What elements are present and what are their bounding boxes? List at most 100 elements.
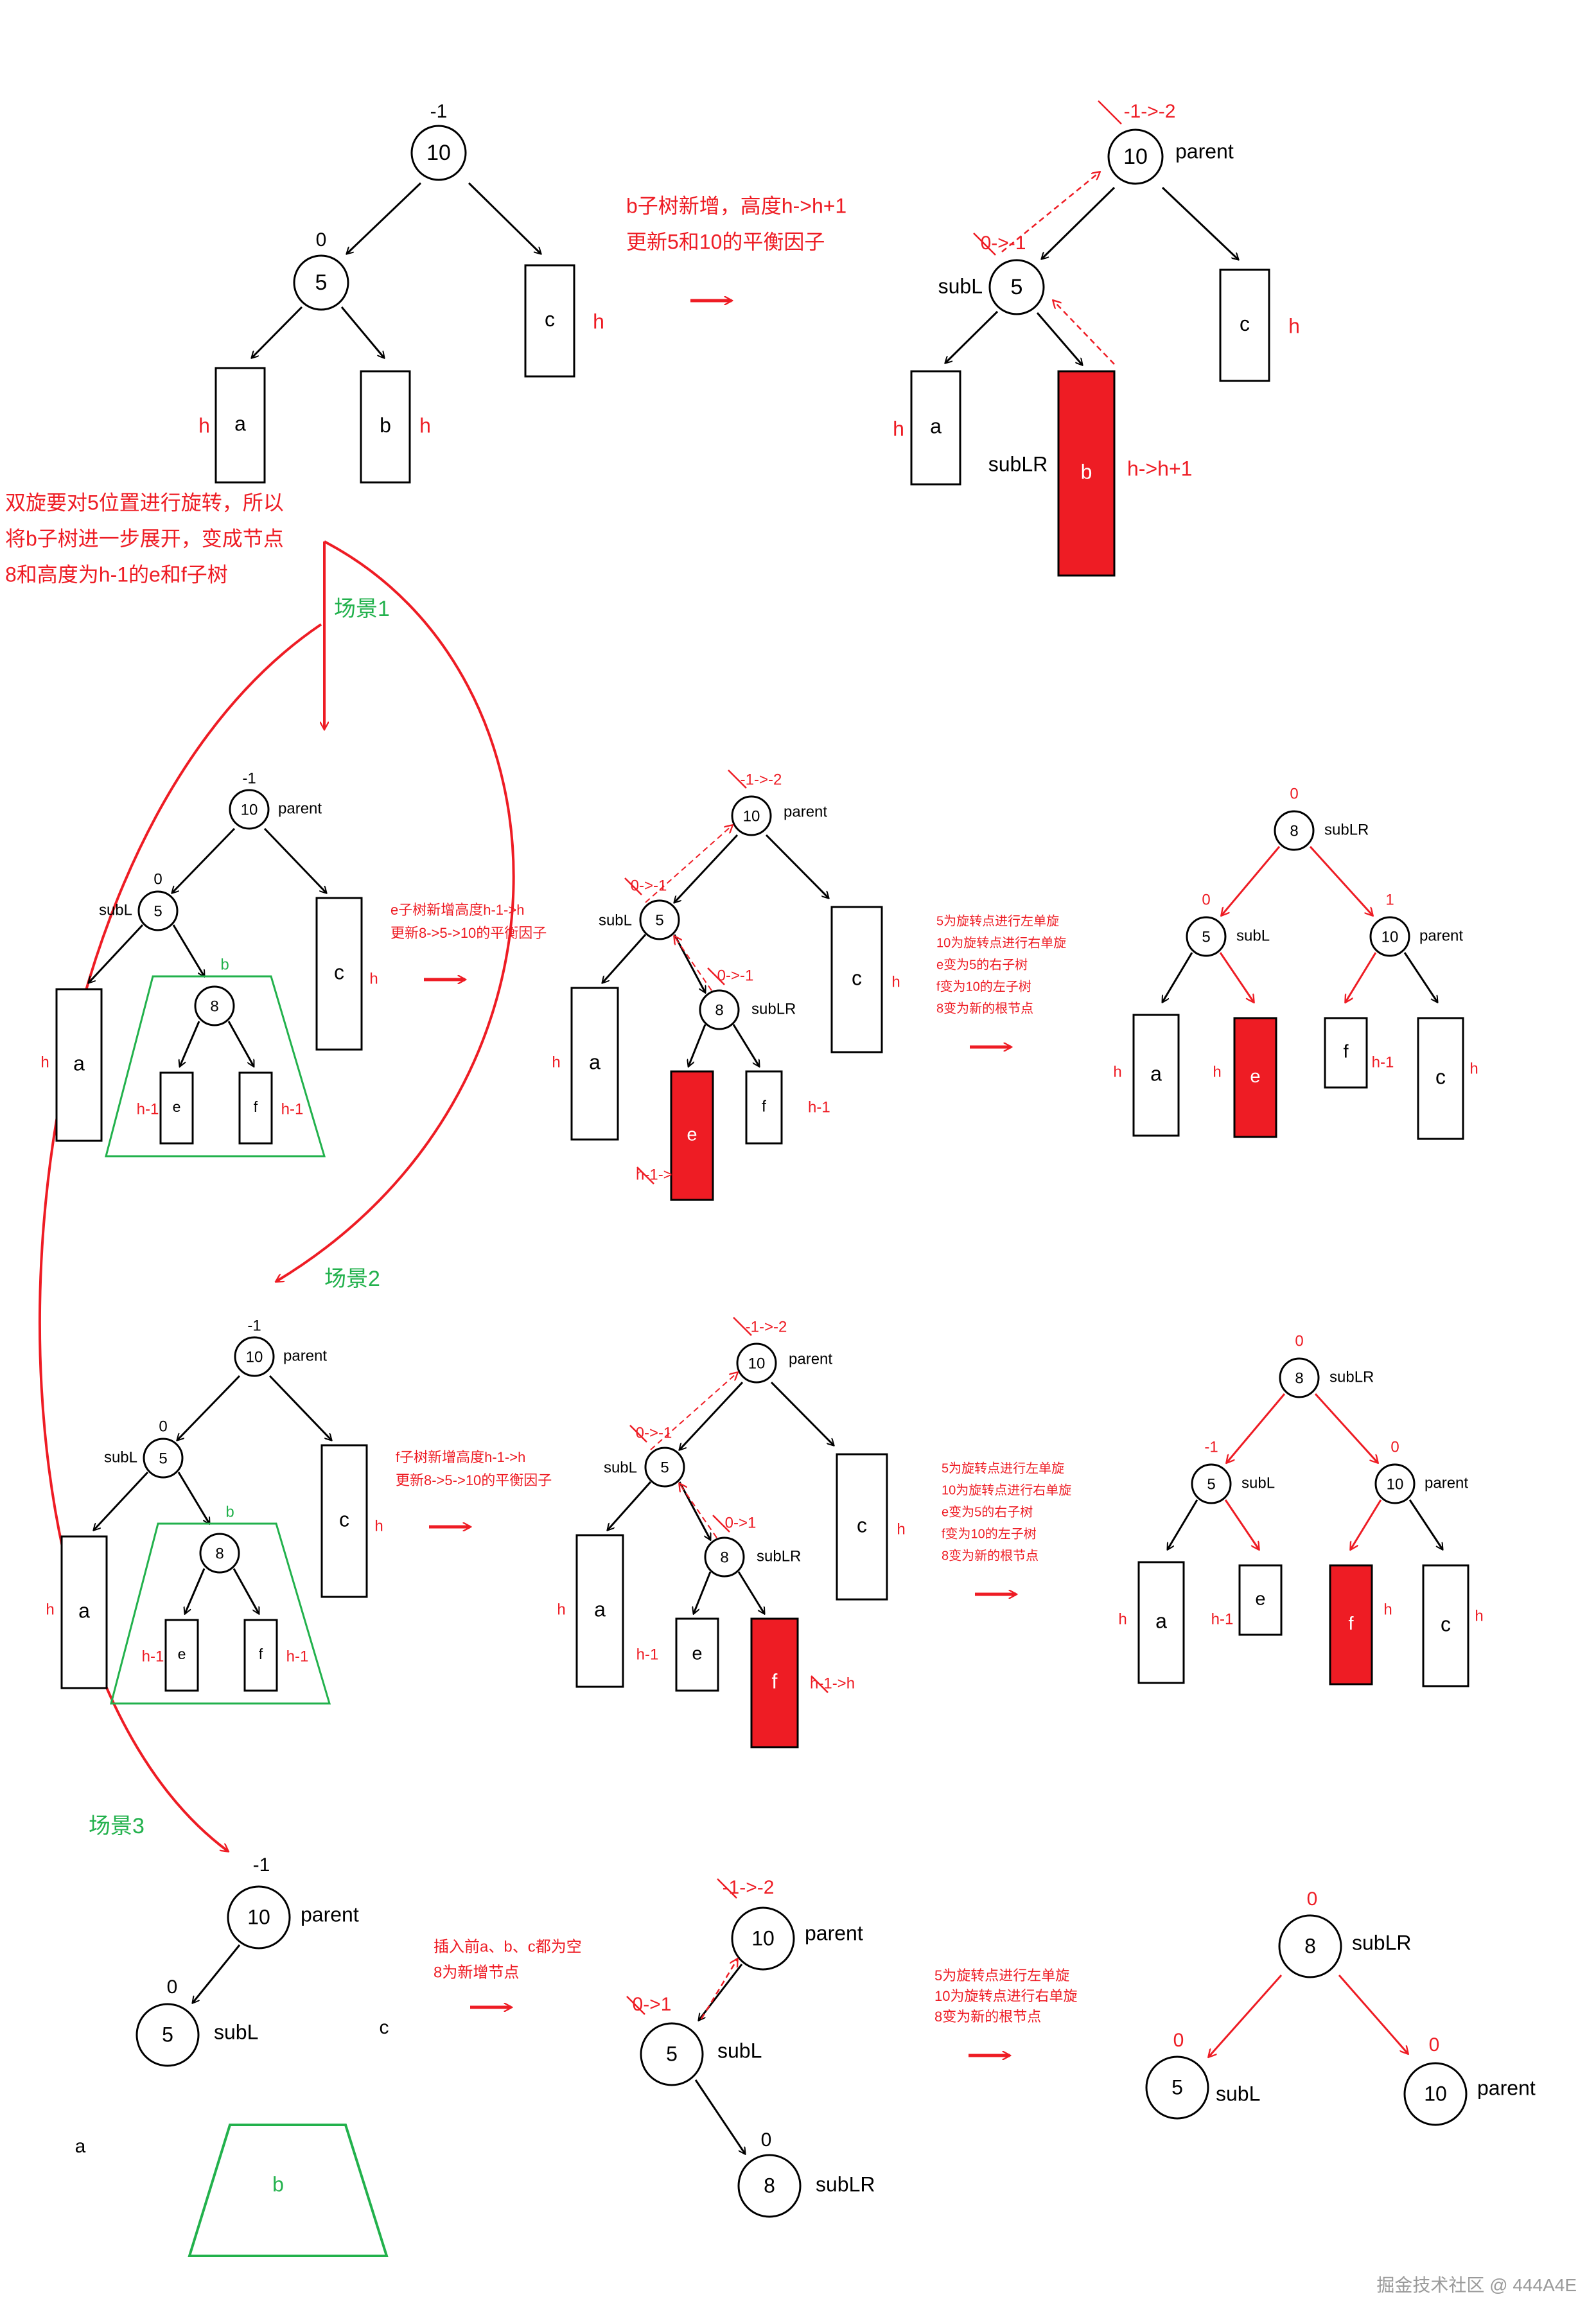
scene2-left-edge-8-e xyxy=(185,1568,206,1614)
scene3-left-label-b: b xyxy=(272,2172,284,2196)
scene2-left-subtree-c-label: c xyxy=(339,1508,349,1531)
scene2-mid-edge-8-f xyxy=(737,1571,764,1614)
scene1-left-edge-8-f xyxy=(227,1021,254,1066)
scene1-right-edge-8-5 xyxy=(1222,846,1281,915)
top-left-subtree-c-box xyxy=(524,264,575,378)
top-right-dashed-5-to-10 xyxy=(1001,172,1100,252)
top-right-label-subL: subL xyxy=(938,274,983,297)
top-right-height-b: h->h+1 xyxy=(1127,457,1192,480)
scene1-mid-edge-5-a xyxy=(602,934,647,983)
top-right-edge-5-b xyxy=(1036,312,1082,365)
scene3-left-bf-10: -1 xyxy=(253,1854,270,1876)
scene2-left-edge-8-f xyxy=(232,1568,259,1614)
scene1-right-edge-10-c xyxy=(1403,952,1437,1002)
scene1-left-label-b: b xyxy=(220,956,229,973)
top-right-subtree-a-box xyxy=(910,370,961,486)
scene2-left-node-5-circle xyxy=(143,1438,184,1479)
scene1-right-subtree-a-box xyxy=(1132,1014,1180,1137)
scene1-mid-node-5-circle xyxy=(639,899,680,940)
scene2-right-label-subL: subL xyxy=(1241,1474,1275,1492)
scene2-mid-node-5-key: 5 xyxy=(660,1459,669,1476)
scene3-left-label-parent: parent xyxy=(301,1903,359,1926)
scene1-right-label-subL: subL xyxy=(1236,927,1270,944)
top-left-subtree-b-label: b xyxy=(380,414,391,437)
scene2-mid-node-10-key: 10 xyxy=(748,1355,766,1372)
scene3-left-label-subL: subL xyxy=(214,2020,258,2043)
scene2-left-subtree-f-label: f xyxy=(259,1646,263,1662)
scene1-left-bf-10: -1 xyxy=(242,770,256,787)
scene1-mid-label-subL: subL xyxy=(599,911,632,929)
top-left-bf-10: -1 xyxy=(430,101,448,122)
scene1-right-subtree-e-label: e xyxy=(1250,1066,1260,1087)
scene1-right-subtree-f-box xyxy=(1324,1017,1368,1089)
top-note-line-2: 更新5和10的平衡因子 xyxy=(626,230,825,253)
scene3-mid-bf-8: 0 xyxy=(761,2129,772,2151)
top-right-node-5-key: 5 xyxy=(1011,275,1023,299)
scene2-mid-subtree-e-label: e xyxy=(692,1644,702,1664)
scene3-left-node-5-key: 5 xyxy=(162,2023,173,2046)
top-right-subtree-b-label: b xyxy=(1081,460,1092,483)
scene2-mid-node-5-circle xyxy=(644,1447,685,1488)
scene1-mid-edge-8-f xyxy=(732,1024,759,1066)
scene3-left-bf-5: 0 xyxy=(167,1976,178,1998)
scene1-note-line-1: e子树新增高度h-1->h xyxy=(390,902,524,918)
scene1-mid-edge-8-e xyxy=(688,1024,706,1066)
scene1-left-edge-10-c xyxy=(263,827,326,893)
scene1-step-3: e变为5的右子树 xyxy=(936,957,1028,972)
scene3-mid-edge-5-8 xyxy=(694,2079,745,2154)
scene3-right-label-parent: parent xyxy=(1477,2076,1536,2099)
scene2-step-4: f变为10的左子树 xyxy=(942,1526,1037,1541)
scene2-right-edge-10-f xyxy=(1351,1499,1382,1549)
scene2-mid-dashed-5-to-10 xyxy=(650,1373,737,1450)
top-right-height-c: h xyxy=(1288,314,1300,337)
scene1-right-node-5-key: 5 xyxy=(1202,928,1210,946)
scene1-right-edge-5-a xyxy=(1162,952,1193,1002)
scene1-right-subtree-c-box xyxy=(1417,1017,1464,1140)
scene3-right-bf-5: 0 xyxy=(1173,2030,1184,2051)
top-right-bf-10: -1->-2 xyxy=(1124,101,1176,122)
top-left-node-5-key: 5 xyxy=(315,270,328,295)
scene2-mid-bf-5: 0->-1 xyxy=(636,1424,672,1441)
scene1-mid-bf-8: 0->-1 xyxy=(717,967,754,984)
scene2-left-height-f: h-1 xyxy=(286,1648,309,1665)
scene1-mid-node-8-key: 8 xyxy=(715,1001,723,1019)
scene2-left-node-8-key: 8 xyxy=(215,1545,224,1562)
scene2-left-label-subL: subL xyxy=(104,1448,137,1466)
scene1-mid-dashed-5-to-10 xyxy=(645,825,732,903)
top-right-height-a: h xyxy=(893,417,904,440)
scene1-left-edge-5-b xyxy=(172,924,204,976)
scene2-step-5: 8变为新的根节点 xyxy=(942,1548,1039,1563)
scene1-left-subtree-c-label: c xyxy=(334,960,344,983)
top-right-subtree-a-label: a xyxy=(930,414,942,437)
scene1-mid-height-f: h-1 xyxy=(808,1098,830,1116)
top-left-subtree-a-box xyxy=(215,367,266,484)
scene1-right-edge-5-e xyxy=(1219,952,1254,1002)
scene1-right-node-8-key: 8 xyxy=(1290,822,1298,840)
scene2-right-label-parent: parent xyxy=(1425,1474,1468,1492)
scene3-left-subtree-b-trapezoid xyxy=(188,2124,389,2257)
scene1-mid-bf-10: -1->-2 xyxy=(741,771,782,788)
top-left-height-c: h xyxy=(593,310,604,333)
scene3-right-bf-8: 0 xyxy=(1307,1888,1318,1910)
scene3-mid-label-subL: subL xyxy=(717,2039,762,2062)
scene1-mid-subtree-f-label: f xyxy=(762,1098,766,1116)
scene2-right-node-5-circle xyxy=(1191,1463,1232,1504)
scene1-note-line-2: 更新8->5->10的平衡因子 xyxy=(390,925,547,941)
scene1-right-node-10-key: 10 xyxy=(1381,928,1399,946)
scene3-right-label-subLR: subLR xyxy=(1352,1931,1412,1954)
scene2-left-height-e: h-1 xyxy=(142,1648,164,1665)
scene2-right-subtree-a-label: a xyxy=(1155,1609,1167,1632)
scene1-step-4: f变为10的左子树 xyxy=(936,979,1031,994)
scene1-mid-subtree-e-label: e xyxy=(687,1125,697,1145)
scene2-note-line-1: f子树新增高度h-1->h xyxy=(396,1449,525,1465)
scene2-step-1: 5为旋转点进行左单旋 xyxy=(942,1461,1064,1475)
scene2-right-subtree-a-box xyxy=(1137,1561,1185,1684)
scene2-right-node-8-key: 8 xyxy=(1295,1369,1303,1387)
scene2-right-edge-5-a xyxy=(1168,1499,1198,1549)
scene3-mid-label-subLR: subLR xyxy=(816,2172,875,2196)
scene1-mid-bf-5-strike xyxy=(624,877,642,895)
scene2-mid-label-parent: parent xyxy=(789,1350,832,1368)
scene1-mid-subtree-c-box xyxy=(830,906,883,1053)
scene2-left-edge-10-5 xyxy=(177,1375,241,1440)
